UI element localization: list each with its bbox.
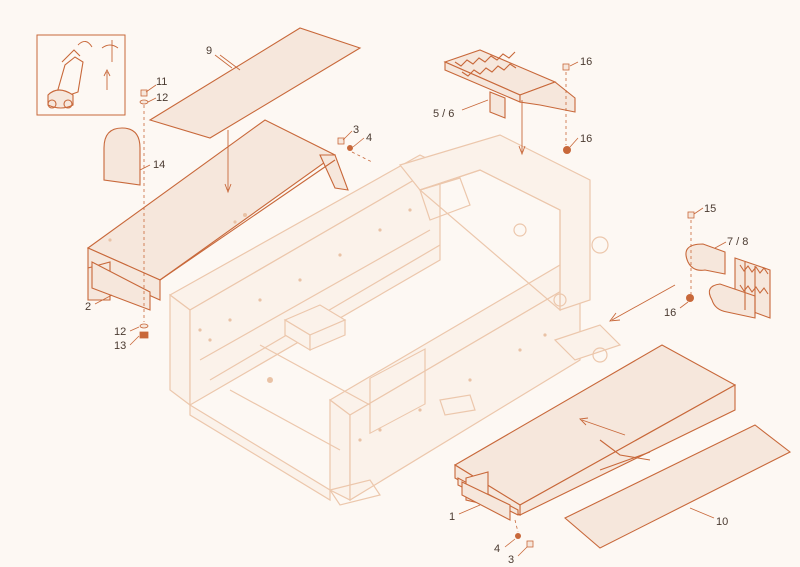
main-chassis-frame [168,134,622,506]
callout-16-top: 16 [580,133,592,145]
callout-2: 2 [85,301,91,313]
part-14-end-plate [103,127,151,186]
callout-15-right: 15 [704,203,716,215]
callout-4-top: 4 [366,132,372,144]
part-10-cover-plate [564,424,792,549]
callout-labels: 9 11 12 14 2 12 13 3 4 16 16 5 / 6 15 7 … [85,45,748,566]
callout-13: 13 [114,340,126,352]
callout-15-top: 16 [580,56,592,68]
fasteners [139,63,695,548]
callout-5-6: 5 / 6 [433,108,454,120]
part-7-8-step [685,243,771,319]
callout-4-bottom: 4 [494,543,500,555]
machine-orientation-thumbnail-icon [36,34,126,116]
callout-16-right: 16 [664,307,676,319]
callout-9: 9 [206,45,212,57]
callout-12-bottom: 12 [114,326,126,338]
callout-14: 14 [153,159,165,171]
callout-3-top: 3 [353,124,359,136]
callout-12-top: 12 [156,92,168,104]
callout-10: 10 [716,516,728,528]
part-2-left-channel [86,119,349,311]
part-9-cover-plate [148,27,362,139]
callout-7-8: 7 / 8 [727,236,748,248]
callout-11: 11 [156,76,167,88]
callout-3-bottom: 3 [508,554,514,566]
part-5-6-step [443,49,576,119]
rotate-arrow-icon [77,40,119,62]
leader-lines [94,54,727,557]
callout-1: 1 [449,511,455,523]
